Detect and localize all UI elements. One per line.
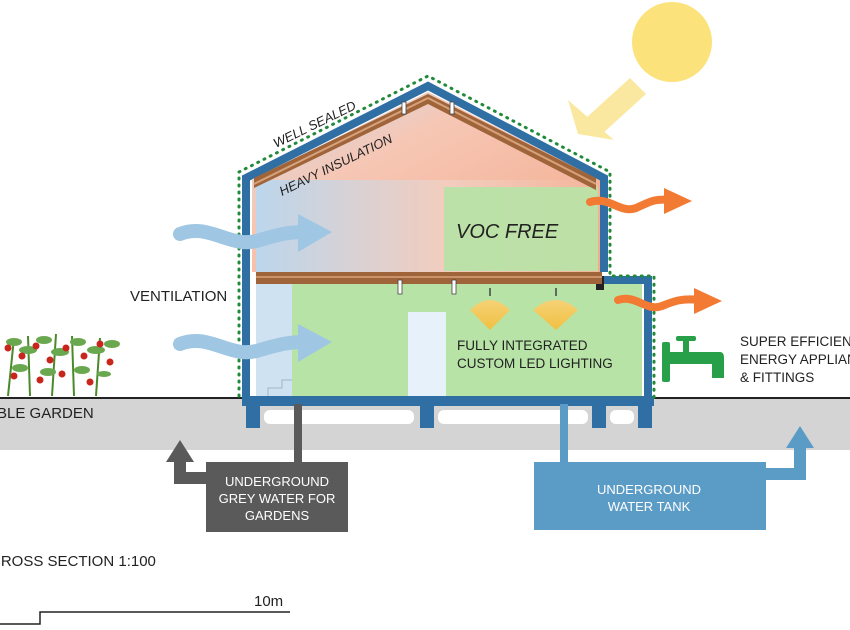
first-floor-slab: [256, 272, 602, 284]
appliances-label-line3: & FITTINGS: [740, 370, 814, 385]
airtight-seal-line: [237, 74, 656, 400]
lower-floor-green-zone: [292, 284, 642, 396]
water-tank-label-line2: WATER TANK: [608, 499, 691, 514]
water-tank-system: [534, 404, 814, 530]
sunlight-arrow-icon: [568, 78, 646, 140]
led-lighting-label-line1: FULLY INTEGRATED: [457, 338, 588, 353]
grey-water-system: [166, 404, 348, 532]
appliances-label-line2: ENERGY APPLIANCES: [740, 352, 850, 367]
heat-exhaust-upper: [586, 188, 692, 214]
grey-water-label-line1: UNDERGROUND: [225, 474, 329, 489]
heat-exhaust-lower: [614, 288, 722, 314]
appliances-label-line1: SUPER EFFICIENT: [740, 334, 850, 349]
sun-icon: [632, 2, 712, 82]
grey-water-box: [206, 462, 348, 532]
ventilation-airflow-upper: [173, 214, 332, 252]
section-title: CROSS SECTION 1:100: [0, 553, 156, 570]
house-wall-outline: [242, 81, 608, 396]
led-light-cone-icon: [470, 300, 510, 330]
led-light-cone-icon: [533, 300, 578, 330]
voc-free-label: VOC FREE: [456, 221, 559, 243]
tomato-plant-icon: [4, 333, 120, 397]
voc-free-zone: [444, 187, 598, 271]
scale-bar-label: 10m: [254, 593, 283, 610]
water-tank-label-line1: UNDERGROUND: [597, 482, 701, 497]
led-lighting-label-line2: CUSTOM LED LIGHTING: [457, 356, 613, 371]
grey-water-label-line2: GREY WATER FOR: [219, 491, 336, 506]
ventilation-airflow-lower: [173, 324, 332, 362]
garden-label: EDIBLE GARDEN: [0, 405, 94, 422]
stair-hint: [267, 379, 292, 396]
water-tank-box: [534, 462, 766, 530]
tap-icon: [662, 336, 724, 382]
door: [408, 312, 446, 396]
lower-extension-wall: [600, 276, 652, 398]
scale-bar: [0, 611, 290, 625]
foundation: [242, 396, 654, 428]
ventilation-label: VENTILATION: [130, 288, 227, 305]
grey-water-label-line3: GARDENS: [245, 508, 310, 523]
house-section: [237, 74, 656, 428]
